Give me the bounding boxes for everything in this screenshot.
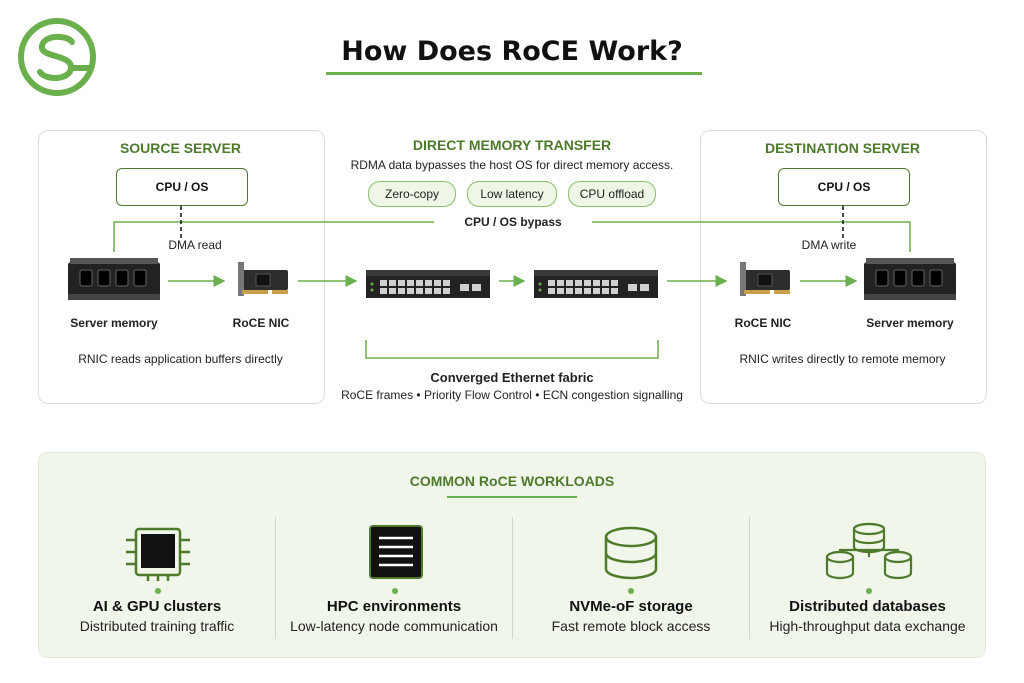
workload-description: Low-latency node communication xyxy=(290,618,498,634)
source-server-heading: SOURCE SERVER xyxy=(119,140,242,156)
roce-nic-icon xyxy=(740,262,790,296)
bypass-label: CPU / OS bypass xyxy=(464,215,562,229)
roce-nic-icon xyxy=(238,262,288,296)
title-underline xyxy=(326,72,702,75)
ethernet-switch-icon xyxy=(366,270,490,298)
destination-dma-label: DMA write xyxy=(801,238,857,252)
destination-memory-label: Server memory xyxy=(866,316,954,330)
divider xyxy=(749,517,750,639)
pill-cpu-offload: CPU offload xyxy=(568,181,656,207)
workload-name: NVMe-oF storage xyxy=(569,598,693,615)
server-memory-icon xyxy=(864,258,956,300)
destination-server-heading: DESTINATION SERVER xyxy=(764,140,921,156)
workload-dot xyxy=(392,588,398,594)
workload-dot xyxy=(155,588,161,594)
workloads-heading: COMMON RoCE WORKLOADS xyxy=(409,473,615,489)
brand-logo-icon xyxy=(18,18,96,96)
source-dma-label: DMA read xyxy=(168,238,222,252)
pill-zero-copy: Zero-copy xyxy=(368,181,456,207)
storage-disk-icon xyxy=(604,526,658,580)
fabric-title: Converged Ethernet fabric xyxy=(430,370,594,385)
source-memory-label: Server memory xyxy=(70,316,158,330)
destination-cpu-box: CPU / OS xyxy=(778,168,910,206)
workloads-underline xyxy=(447,496,577,498)
divider xyxy=(275,517,276,639)
source-nic-label: RoCE NIC xyxy=(232,316,290,330)
workload-name: HPC environments xyxy=(326,598,462,615)
workload-name: Distributed databases xyxy=(789,598,946,615)
source-note: RNIC reads application buffers directly xyxy=(78,352,283,366)
workload-description: Distributed training traffic xyxy=(79,618,235,634)
page-title: How Does RoCE Work? xyxy=(341,36,683,67)
gpu-chip-icon xyxy=(126,527,190,581)
destination-note: RNIC writes directly to remote memory xyxy=(739,352,946,366)
transfer-heading: DIRECT MEMORY TRANSFER xyxy=(412,137,612,153)
workload-name: AI & GPU clusters xyxy=(92,598,222,615)
ethernet-switch-icon xyxy=(534,270,658,298)
source-cpu-box: CPU / OS xyxy=(116,168,248,206)
workload-dot xyxy=(866,588,872,594)
workload-description: High-throughput data exchange xyxy=(769,618,966,634)
fabric-description: RoCE frames • Priority Flow Control • EC… xyxy=(341,388,683,402)
workloads-panel: COMMON RoCE WORKLOADS AI & GPU clusters … xyxy=(38,452,986,658)
workload-description: Fast remote block access xyxy=(551,618,711,634)
divider xyxy=(512,517,513,639)
workload-dot xyxy=(628,588,634,594)
transfer-subtitle: RDMA data bypasses the host OS for direc… xyxy=(350,158,674,172)
pill-low-latency: Low latency xyxy=(467,181,557,207)
distributed-database-icon xyxy=(825,522,913,580)
server-rack-icon xyxy=(369,525,423,579)
server-memory-icon xyxy=(68,258,160,300)
destination-nic-label: RoCE NIC xyxy=(734,316,792,330)
